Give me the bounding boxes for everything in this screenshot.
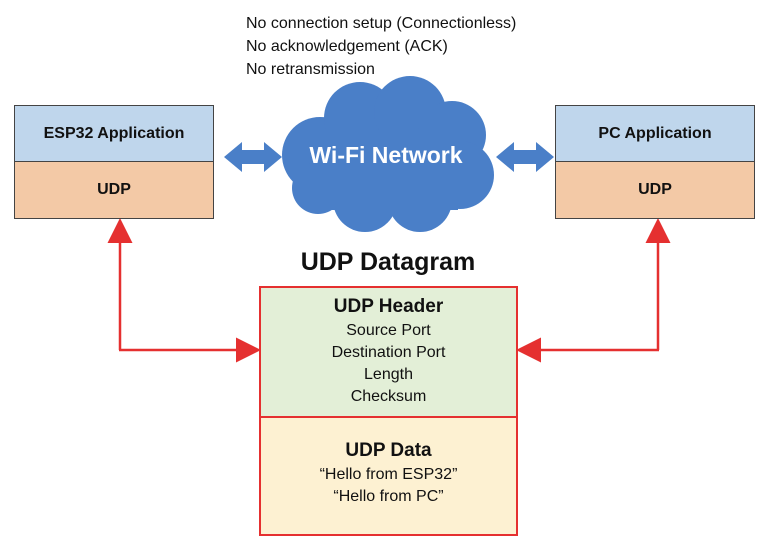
header-field: Destination Port bbox=[331, 344, 446, 361]
right-link-arrow bbox=[496, 142, 554, 172]
pc-stack: PC Application UDP bbox=[555, 105, 755, 219]
network-label: Wi-Fi Network bbox=[309, 142, 463, 168]
header-field: Checksum bbox=[350, 388, 427, 405]
udp-properties: No connection setup (Connectionless) No … bbox=[246, 12, 516, 81]
header-field: Source Port bbox=[346, 322, 431, 339]
udp-data-title: UDP Data bbox=[345, 440, 432, 461]
header-field: Length bbox=[364, 366, 413, 383]
left-link-arrow bbox=[224, 142, 282, 172]
wifi-cloud-icon bbox=[282, 76, 494, 232]
esp32-udp-layer: UDP bbox=[15, 162, 213, 218]
payload-line: “Hello from ESP32” bbox=[319, 466, 458, 483]
note-no-ack: No acknowledgement (ACK) bbox=[246, 38, 448, 55]
udp-datagram-box: UDP Header Source Port Destination Port … bbox=[259, 286, 518, 536]
payload-line: “Hello from PC” bbox=[333, 488, 444, 505]
udp-data-section: UDP Data “Hello from ESP32” “Hello from … bbox=[261, 418, 516, 534]
datagram-title: UDP Datagram bbox=[300, 248, 476, 276]
udp-header-title: UDP Header bbox=[333, 296, 444, 317]
note-no-retransmission: No retransmission bbox=[246, 61, 375, 78]
esp32-application-layer: ESP32 Application bbox=[15, 106, 213, 162]
note-connectionless: No connection setup (Connectionless) bbox=[246, 15, 517, 32]
pc-udp-layer: UDP bbox=[556, 162, 754, 218]
esp32-stack: ESP32 Application UDP bbox=[14, 105, 214, 219]
pc-application-layer: PC Application bbox=[556, 106, 754, 162]
udp-header-section: UDP Header Source Port Destination Port … bbox=[261, 288, 516, 418]
